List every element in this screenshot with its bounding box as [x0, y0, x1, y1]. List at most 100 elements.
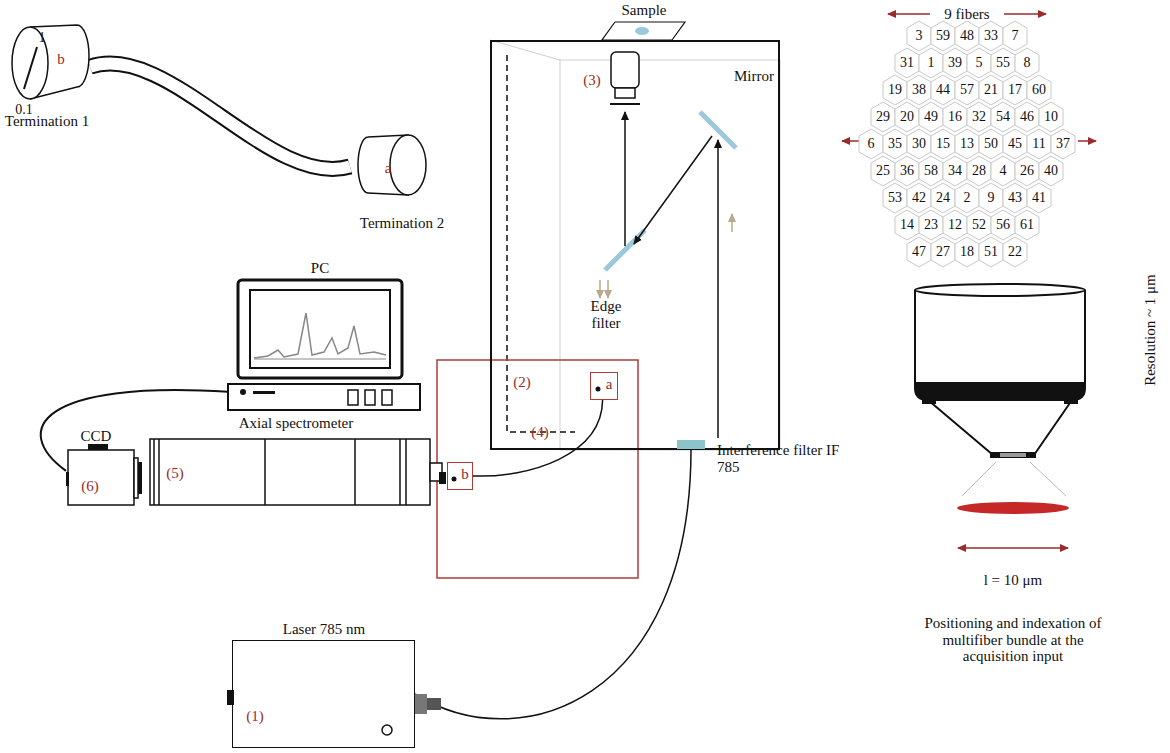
fiber-cell	[907, 129, 931, 159]
fiber-cell	[943, 156, 967, 186]
drawing-part	[888, 13, 930, 15]
drawing-part	[731, 214, 733, 232]
label: Sample	[622, 2, 667, 19]
cable	[415, 449, 691, 719]
fiber-number: 48	[960, 28, 974, 43]
fiber-number: 44	[936, 82, 950, 97]
fiber-cell	[979, 75, 1003, 105]
fiber-cell	[907, 183, 931, 213]
fiber-number: 60	[1032, 82, 1046, 97]
node-label: CCD	[81, 428, 112, 445]
fiber-number: 9	[988, 190, 995, 205]
drawing-part	[1000, 453, 1026, 457]
drawing-part	[990, 452, 1036, 458]
fiber-number: 21	[984, 82, 998, 97]
drawing-part	[717, 140, 719, 438]
ccd-camera: CCD(6)	[66, 428, 142, 506]
cable-line	[415, 449, 691, 719]
label: Resolution ~ 1 μm	[1142, 274, 1159, 386]
fiber-number: 18	[960, 244, 974, 259]
fiber-cell	[859, 129, 883, 159]
drawing-part	[1064, 398, 1078, 404]
fiber-cell	[967, 210, 991, 240]
fiber-cell	[955, 237, 979, 267]
drawing-part	[607, 280, 609, 298]
node-label: Interference filter IF 785	[717, 442, 842, 475]
fiber-number: 42	[912, 190, 926, 205]
fiber-number: 17	[1008, 82, 1022, 97]
fiber-cell	[967, 102, 991, 132]
node-label: a	[385, 160, 392, 177]
drawing-part	[560, 60, 780, 450]
fiber-number: 22	[1008, 244, 1022, 259]
fiber-cell	[1015, 156, 1039, 186]
fiber-cell	[991, 48, 1015, 78]
drawing-part	[915, 290, 1085, 400]
cable-line	[90, 64, 350, 169]
fiber-cell	[907, 75, 931, 105]
fiber-cell	[883, 75, 907, 105]
fiber-tube	[90, 64, 350, 169]
drawing-part	[615, 88, 635, 98]
node-text: (1)	[246, 708, 264, 725]
fiber-cell	[955, 75, 979, 105]
fiber-number: 38	[912, 82, 926, 97]
label: Mirror	[734, 68, 774, 85]
node-label: Laser 785 nm	[283, 621, 365, 638]
fiber-number: 61	[1020, 217, 1034, 232]
fiber-cell	[943, 210, 967, 240]
fiber-cell	[919, 156, 943, 186]
fiber-number: 50	[984, 136, 998, 151]
fiber-number: 27	[936, 244, 950, 259]
fiber-cell	[1003, 129, 1027, 159]
fiber-cell	[931, 21, 955, 51]
fiber-cell	[907, 237, 931, 267]
fiber-cell	[931, 183, 955, 213]
fiber-cell	[1003, 237, 1027, 267]
fiber-cell	[871, 102, 895, 132]
highlight-box	[437, 360, 638, 578]
drawing-part	[599, 280, 601, 298]
cable-line	[473, 400, 603, 476]
fiber-cell	[895, 210, 919, 240]
fiber-number: 12	[948, 217, 962, 232]
computer-shape	[228, 258, 420, 410]
fiber-number: 59	[936, 28, 950, 43]
callout-number: (4)	[531, 424, 549, 441]
fiber-cell	[1027, 75, 1051, 105]
fiber-cell	[883, 183, 907, 213]
node-label: Axial spectrometer	[239, 415, 354, 432]
fiber-number: 1	[928, 55, 935, 70]
fiber-number: 16	[948, 109, 962, 124]
fiber-number: 52	[972, 217, 986, 232]
drawing-part	[490, 40, 560, 60]
drawing-part	[915, 284, 1085, 296]
node-text: Termination 2	[360, 215, 444, 232]
callout-number: (3)	[583, 72, 601, 89]
fiber-cell	[907, 21, 931, 51]
fiber-number: 10	[1044, 109, 1058, 124]
fiber-cell	[979, 129, 1003, 159]
label: 9 fibers	[944, 6, 989, 23]
fiber-cell	[871, 156, 895, 186]
fiber-number: 36	[900, 163, 914, 178]
fiber-number: 7	[1012, 28, 1019, 43]
fiber-number: 29	[876, 109, 890, 124]
fiber-number: 49	[924, 109, 938, 124]
fiber-number: 8	[1024, 55, 1031, 70]
fiber-number: 37	[1056, 136, 1070, 151]
drawing-part	[634, 136, 712, 244]
drawing-part	[610, 103, 640, 105]
fiber-cell	[1015, 102, 1039, 132]
microscope-interior	[490, 22, 780, 450]
fiber-cell	[955, 129, 979, 159]
fiber-number: 23	[924, 217, 938, 232]
fiber-cell	[967, 156, 991, 186]
fiber-cell	[955, 183, 979, 213]
fiber-cell	[1027, 129, 1051, 159]
cable	[473, 400, 603, 476]
fiber-cell	[943, 102, 967, 132]
fiber-number: 6	[868, 136, 875, 151]
fiber-number: 53	[888, 190, 902, 205]
fiber-number: 51	[984, 244, 998, 259]
